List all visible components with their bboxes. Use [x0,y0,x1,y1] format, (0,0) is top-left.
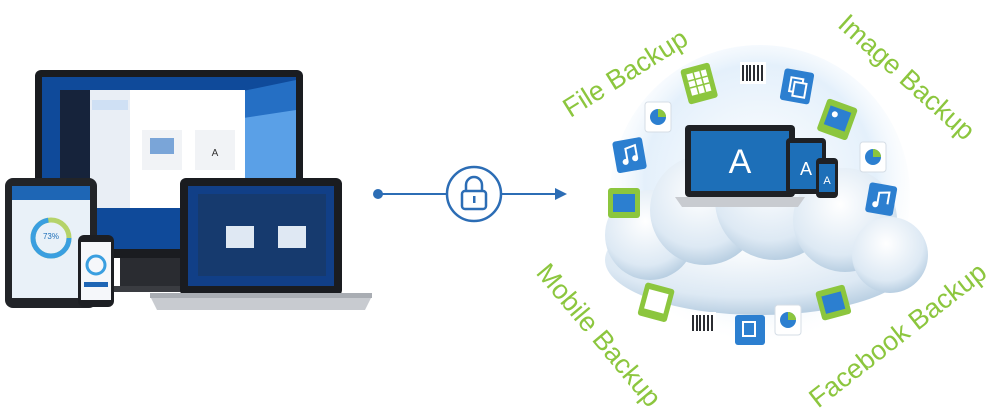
file-icons-ring [608,62,898,345]
barcode-icon [740,62,766,84]
tablet-device [5,178,97,308]
barcode-icon [690,312,716,334]
photo-icon [608,188,640,218]
arrow-head-icon [555,188,567,200]
devices-illustration: A [5,70,372,310]
svg-text:A: A [800,159,812,179]
tablet-progress-text: 73% [42,232,59,241]
photo-icon [817,98,858,141]
secure-transfer-connector [373,165,567,223]
copy-icon [779,68,815,105]
laptop-device [150,178,372,310]
svg-text:A: A [823,175,831,187]
svg-text:A: A [212,148,219,159]
music-icon [612,137,647,174]
music-icon [865,182,898,216]
cloud-phone: A [816,158,838,198]
pie-chart-icon [774,304,802,336]
pie-chart-icon [859,141,887,173]
lock-icon [445,165,503,223]
photo-icon [815,284,852,321]
pie-chart-icon [644,101,672,133]
cloud-laptop: A [675,125,805,207]
phone-device [78,235,114,307]
spreadsheet-icon [680,62,718,105]
copy-icon [735,315,765,345]
acronis-logo: A [729,143,752,181]
spreadsheet-icon [637,282,675,322]
